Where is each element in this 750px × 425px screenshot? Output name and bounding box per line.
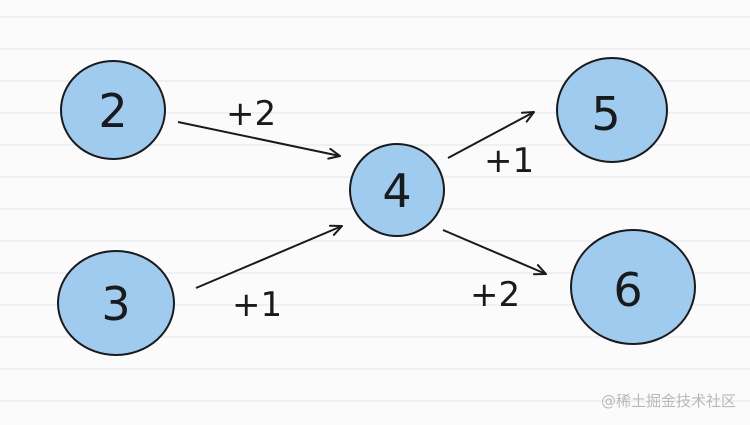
edge-label-4-to-5: +1 [484,141,534,181]
edges [177,111,547,289]
node-6-label: 6 [613,263,642,317]
edge-labels: +2 +1 +1 +2 [226,94,534,325]
node-2-label: 2 [98,84,127,138]
edge-label-2-to-4: +2 [226,94,276,134]
watermark: @稀土掘金技术社区 [600,392,736,410]
node-2-circle [60,60,166,160]
node-6: 6 [570,229,696,345]
nodes: 2 3 4 5 6 [57,57,696,356]
edge-2-to-4 [177,121,341,160]
edge-4-to-5 [447,111,535,159]
edge-label-3-to-4: +1 [232,285,282,325]
node-2: 2 [60,60,166,160]
node-5-circle [556,57,668,163]
edge-4-to-6 [442,229,547,276]
node-3-label: 3 [101,277,130,331]
node-3: 3 [57,250,175,356]
node-4-circle [349,143,445,237]
node-5: 5 [556,57,668,163]
node-4: 4 [349,143,445,237]
node-6-circle [570,229,696,345]
node-5-label: 5 [591,87,620,141]
node-4-label: 4 [382,164,411,218]
edge-3-to-4 [195,224,343,289]
edge-label-4-to-6: +2 [470,275,520,315]
node-3-circle [57,250,175,356]
